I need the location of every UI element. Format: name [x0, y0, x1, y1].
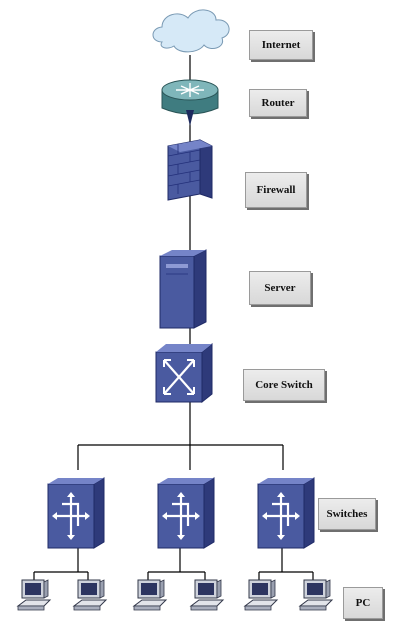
label-switches: Switches — [318, 498, 376, 530]
label-firewall: Firewall — [245, 172, 307, 208]
label-pc: PC — [343, 587, 383, 619]
label-core-switch-text: Core Switch — [255, 379, 313, 391]
server-icon — [159, 249, 207, 329]
label-router-text: Router — [261, 97, 295, 109]
label-router: Router — [249, 89, 307, 117]
switch-icon — [47, 477, 105, 549]
firewall-icon — [167, 139, 213, 201]
label-switches-text: Switches — [326, 508, 368, 520]
label-pc-text: PC — [355, 597, 371, 609]
pc-icon — [132, 579, 168, 611]
label-internet: Internet — [249, 30, 313, 60]
pc-icon — [243, 579, 279, 611]
pc-icon — [16, 579, 52, 611]
pc-icon — [298, 579, 334, 611]
label-firewall-text: Firewall — [256, 184, 296, 196]
core-switch-icon — [155, 342, 213, 404]
label-internet-text: Internet — [261, 39, 301, 51]
pc-group — [16, 579, 334, 611]
pc-icon — [72, 579, 108, 611]
pc-icon — [189, 579, 225, 611]
label-server: Server — [249, 271, 311, 305]
switch-icon — [257, 477, 315, 549]
switch-icon — [157, 477, 215, 549]
cloud-icon — [152, 9, 230, 53]
label-core-switch: Core Switch — [243, 369, 325, 401]
label-server-text: Server — [264, 282, 296, 294]
router-icon — [161, 79, 219, 126]
